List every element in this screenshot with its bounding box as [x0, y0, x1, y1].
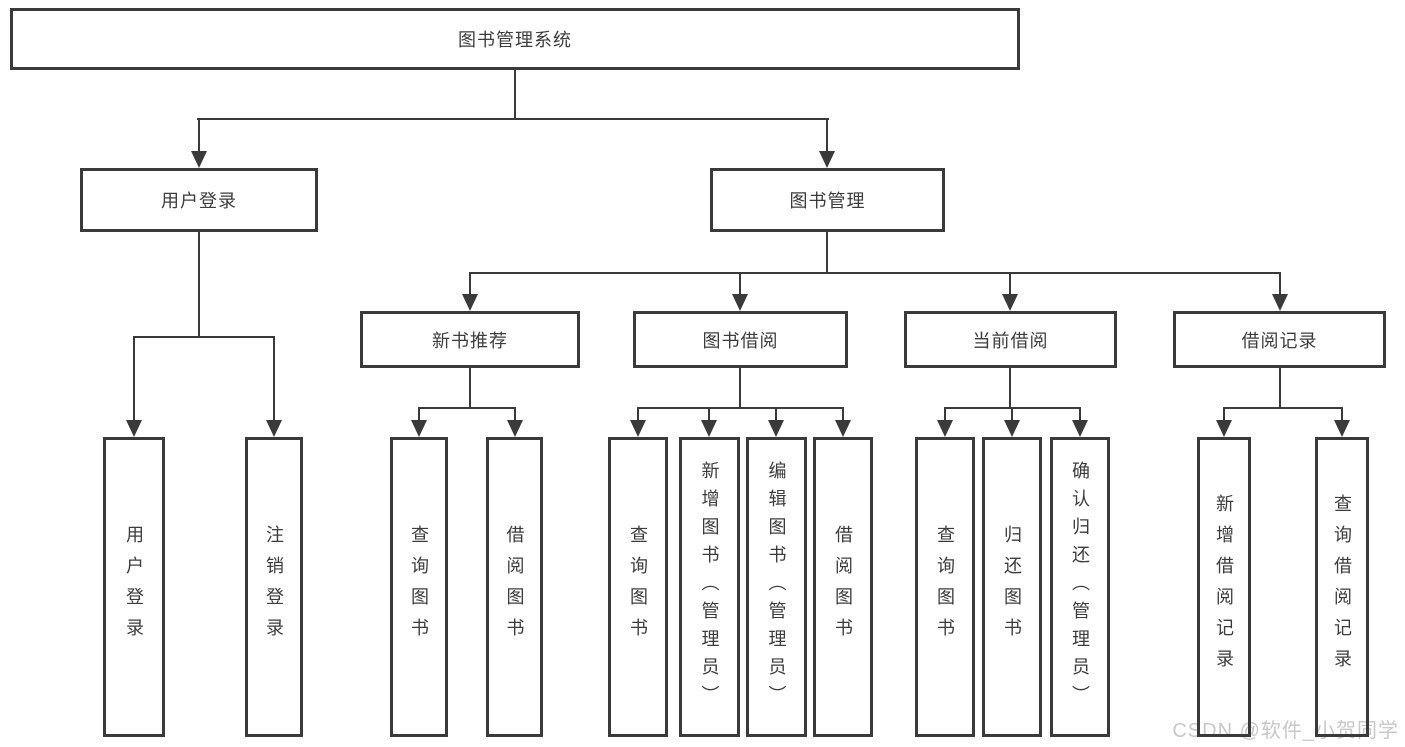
connector-line — [826, 118, 828, 154]
connector-line — [514, 407, 516, 423]
node-label: 借阅图书 — [833, 525, 853, 649]
arrowhead-down-icon — [768, 420, 784, 437]
node-label: 查询图书 — [935, 525, 955, 649]
arrowhead-down-icon — [1004, 420, 1020, 437]
connector-line — [637, 407, 639, 423]
arrowhead-down-icon — [732, 294, 748, 311]
node-label: 当前借阅 — [972, 330, 1049, 351]
node-label: 图书借阅 — [702, 330, 779, 351]
node-label: 查询图书 — [628, 525, 648, 649]
node-label: 新增借阅记录 — [1214, 494, 1234, 680]
connector-line — [273, 336, 275, 422]
node-label: 新增图书（管理员） — [699, 461, 720, 713]
node-book-borrow: 图书借阅 — [633, 311, 848, 368]
connector-line — [469, 272, 1281, 274]
connector-line — [739, 272, 741, 296]
node-leaf-add-books-admin: 新增图书（管理员） — [679, 437, 740, 737]
node-label: 注销登录 — [264, 525, 284, 649]
node-label: 用户登录 — [161, 191, 237, 211]
connector-line — [514, 70, 516, 118]
arrowhead-down-icon — [1072, 420, 1088, 437]
node-book-mgmt: 图书管理 — [710, 168, 945, 232]
connector-line — [418, 407, 420, 423]
node-leaf-query-books-3: 查询图书 — [915, 437, 975, 737]
connector-line — [469, 272, 471, 296]
connector-line — [198, 232, 200, 336]
connector-line — [1279, 272, 1281, 296]
connector-line — [1223, 407, 1343, 409]
node-label: 查询图书 — [409, 525, 429, 649]
node-label: 归还图书 — [1002, 525, 1022, 649]
connector-line — [1009, 368, 1011, 407]
connector-line — [1223, 407, 1225, 423]
node-leaf-edit-books-admin: 编辑图书（管理员） — [746, 437, 807, 737]
node-label: 借阅图书 — [504, 525, 525, 649]
node-leaf-query-borrow-record: 查询借阅记录 — [1315, 437, 1369, 737]
node-leaf-borrow-books-2: 借阅图书 — [813, 437, 873, 737]
node-leaf-confirm-return-admin: 确认归还（管理员） — [1050, 437, 1110, 737]
node-label: 图书管理系统 — [458, 30, 572, 50]
node-label: 编辑图书（管理员） — [766, 461, 787, 713]
connector-line — [133, 336, 135, 422]
connector-line — [708, 407, 710, 423]
arrowhead-down-icon — [1272, 294, 1288, 311]
node-borrow-record: 借阅记录 — [1173, 311, 1386, 368]
node-label: 借阅记录 — [1241, 330, 1318, 351]
node-label: 用户登录 — [124, 525, 144, 649]
node-new-book-rec: 新书推荐 — [360, 311, 580, 368]
node-leaf-query-books-1: 查询图书 — [390, 437, 448, 737]
connector-line — [133, 336, 275, 338]
arrowhead-down-icon — [835, 420, 851, 437]
connector-line — [739, 368, 741, 407]
node-current-borrow: 当前借阅 — [904, 311, 1117, 368]
connector-line — [842, 407, 844, 423]
connector-line — [197, 118, 829, 120]
connector-line — [418, 407, 516, 409]
connector-line — [1079, 407, 1081, 423]
node-label: 确认归还（管理员） — [1070, 461, 1090, 713]
node-leaf-add-borrow-record: 新增借阅记录 — [1197, 437, 1251, 737]
csdn-watermark: CSDN @软件_小贺同学 — [1172, 720, 1399, 742]
arrowhead-down-icon — [507, 420, 523, 437]
connector-line — [944, 407, 946, 423]
node-label: 查询借阅记录 — [1332, 494, 1352, 680]
connector-line — [826, 232, 828, 272]
connector-line — [1011, 407, 1013, 423]
node-leaf-user-login: 用户登录 — [103, 437, 165, 737]
node-leaf-return-books: 归还图书 — [982, 437, 1042, 737]
connector-line — [1009, 272, 1011, 296]
arrowhead-down-icon — [266, 420, 282, 437]
arrowhead-down-icon — [462, 294, 478, 311]
node-root: 图书管理系统 — [10, 8, 1020, 70]
connector-line — [198, 118, 200, 154]
node-label: 图书管理 — [789, 191, 866, 211]
arrowhead-down-icon — [630, 420, 646, 437]
arrowhead-down-icon — [1216, 420, 1232, 437]
arrowhead-down-icon — [191, 151, 207, 168]
connector-line — [1341, 407, 1343, 423]
node-leaf-borrow-books-1: 借阅图书 — [486, 437, 543, 737]
node-leaf-query-books-2: 查询图书 — [608, 437, 668, 737]
arrowhead-down-icon — [701, 420, 717, 437]
arrowhead-down-icon — [411, 420, 427, 437]
connector-line — [469, 368, 471, 407]
node-leaf-logout: 注销登录 — [245, 437, 303, 737]
connector-line — [637, 407, 844, 409]
node-user-login: 用户登录 — [80, 168, 318, 232]
arrowhead-down-icon — [937, 420, 953, 437]
connector-line — [775, 407, 777, 423]
arrowhead-down-icon — [1334, 420, 1350, 437]
node-label: 新书推荐 — [432, 330, 508, 351]
connector-line — [1279, 368, 1281, 407]
arrowhead-down-icon — [819, 151, 835, 168]
arrowhead-down-icon — [126, 420, 142, 437]
arrowhead-down-icon — [1002, 294, 1018, 311]
